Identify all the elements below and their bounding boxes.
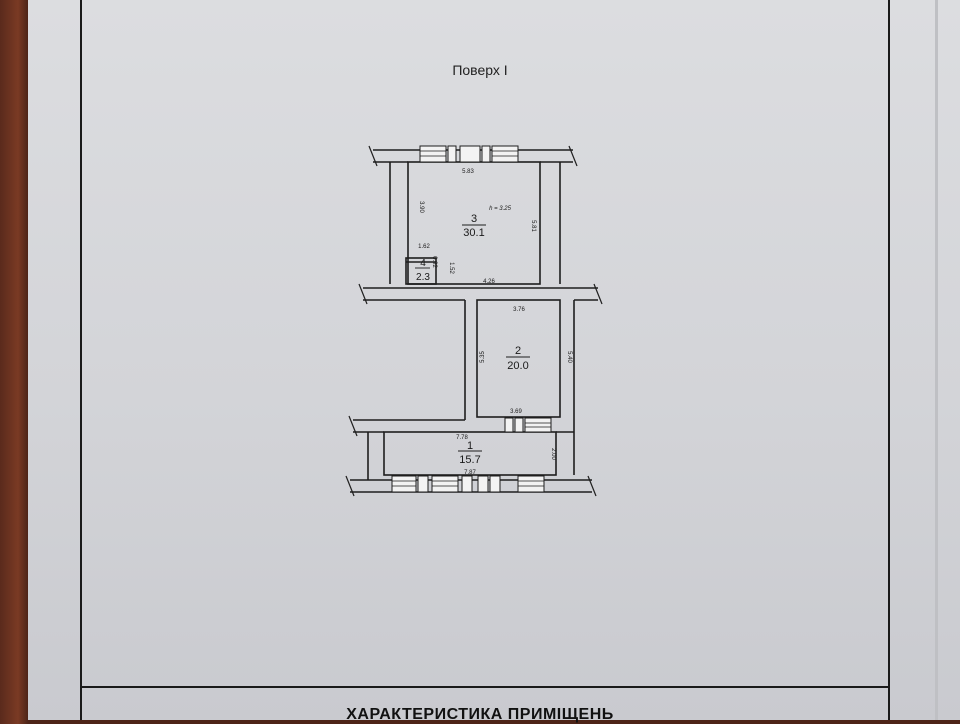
dim-r4-left: 0.92 [431,256,437,268]
dim-r2-left: 5.35 [480,351,486,363]
windows-bottom [391,475,545,493]
walls [350,149,598,493]
dim-r3-top: 5.83 [462,169,474,175]
room-3-number: 3 [471,213,477,225]
dim-r2-right: 5.40 [566,351,572,363]
section-title: ХАРАКТЕРИСТИКА ПРИМІЩЕНЬ [346,706,614,723]
room-4-number: 4 [420,258,426,269]
openings-lower [504,417,552,433]
dim-r4-top: 1.62 [418,244,430,250]
room-2-area: 20.0 [507,360,528,372]
room-1-area: 15.7 [459,454,480,466]
dim-r3-left: 3.90 [418,201,424,213]
dim-r3-right: 5.81 [530,220,536,232]
frame-left-line [80,0,82,720]
dim-r3-bottom: 4.26 [483,279,495,285]
room-2-number: 2 [515,345,521,357]
document-sheet [28,0,960,720]
dim-r2-bottom: 3.69 [510,409,522,415]
wall-break-marks [345,145,603,497]
window-glazing-top [420,150,518,157]
dim-r2-top: 3.76 [513,307,525,313]
glazing-bottom [392,480,544,487]
dim-r1-top: 7.78 [456,435,468,441]
frame-bottom-line [80,686,890,688]
room-4-area: 2.3 [416,272,430,283]
room-3-area: 30.1 [463,227,484,239]
dim-r4-right: 1.52 [448,262,454,274]
dim-r1-bottom: 7.87 [464,470,476,476]
windows-top [419,145,519,163]
dim-r1-right: 2.00 [550,448,556,460]
room-1-number: 1 [467,440,473,452]
dimension-labels: 5.83 3.90 5.81 4.26 1.62 0.92 1.52 3.76 … [418,169,572,476]
floor-title: Поверх I [452,62,508,78]
frame-right-line [888,0,890,720]
room-fraction-lines [415,224,530,452]
room-labels: 3 30.1 4 2.3 2 20.0 1 15.7 [416,213,529,466]
glazing-lower [525,422,551,428]
ceiling-height-label: h = 3.25 [489,206,512,212]
sheet-edge [935,0,938,720]
